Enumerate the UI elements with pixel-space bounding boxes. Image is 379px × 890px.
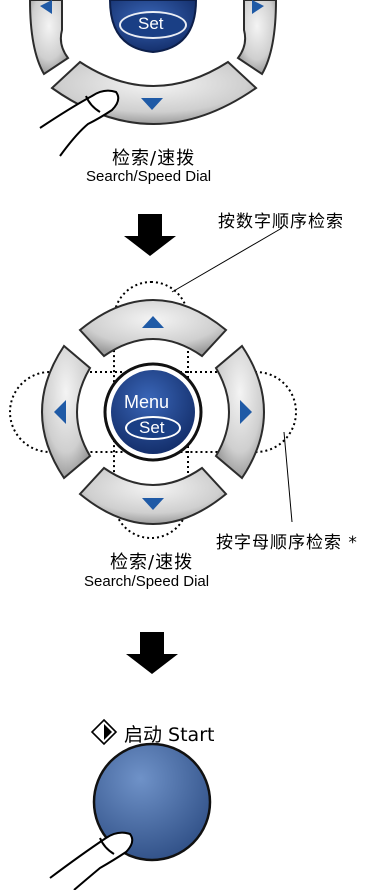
middle-caption-cn: 检索/速拨 bbox=[110, 552, 194, 573]
right-segment[interactable] bbox=[214, 344, 265, 480]
top-down-arrow-icon bbox=[141, 98, 163, 110]
middle-set-label: Set bbox=[139, 418, 165, 437]
up-arrow-icon bbox=[142, 316, 164, 328]
menu-label: Menu bbox=[124, 392, 170, 412]
top-caption-cn: 检索/速拨 bbox=[112, 148, 196, 169]
down-arrow-icon bbox=[142, 498, 164, 510]
vertical-dotted-guide bbox=[113, 281, 189, 539]
flow-arrow-2 bbox=[126, 632, 178, 674]
middle-caption-en: Search/Speed Dial bbox=[84, 573, 210, 590]
bottom-hand-illustration bbox=[49, 831, 134, 890]
callout-numeric-order: 按数字顺序检索 bbox=[218, 212, 344, 232]
start-key-icon bbox=[90, 718, 118, 746]
down-segment[interactable] bbox=[78, 466, 228, 525]
top-left-segment[interactable] bbox=[28, 0, 70, 76]
right-arrow-icon bbox=[240, 400, 252, 424]
horizontal-dotted-guide bbox=[9, 371, 297, 453]
start-button[interactable] bbox=[92, 742, 212, 862]
top-hand-illustration bbox=[39, 89, 120, 157]
top-set-label: Set bbox=[138, 14, 164, 33]
top-right-arrow-icon bbox=[252, 0, 264, 14]
callout-alpha-order: 按字母顺序检索 * bbox=[216, 533, 358, 553]
top-left-arrow-icon bbox=[40, 0, 52, 14]
top-caption-en: Search/Speed Dial bbox=[86, 168, 212, 185]
start-label: 启动 Start bbox=[124, 724, 215, 746]
flow-arrow-1 bbox=[124, 214, 176, 256]
left-arrow-icon bbox=[54, 400, 66, 424]
top-right-segment[interactable] bbox=[236, 0, 278, 76]
middle-nav-pad bbox=[9, 281, 297, 539]
left-segment[interactable] bbox=[41, 344, 92, 480]
